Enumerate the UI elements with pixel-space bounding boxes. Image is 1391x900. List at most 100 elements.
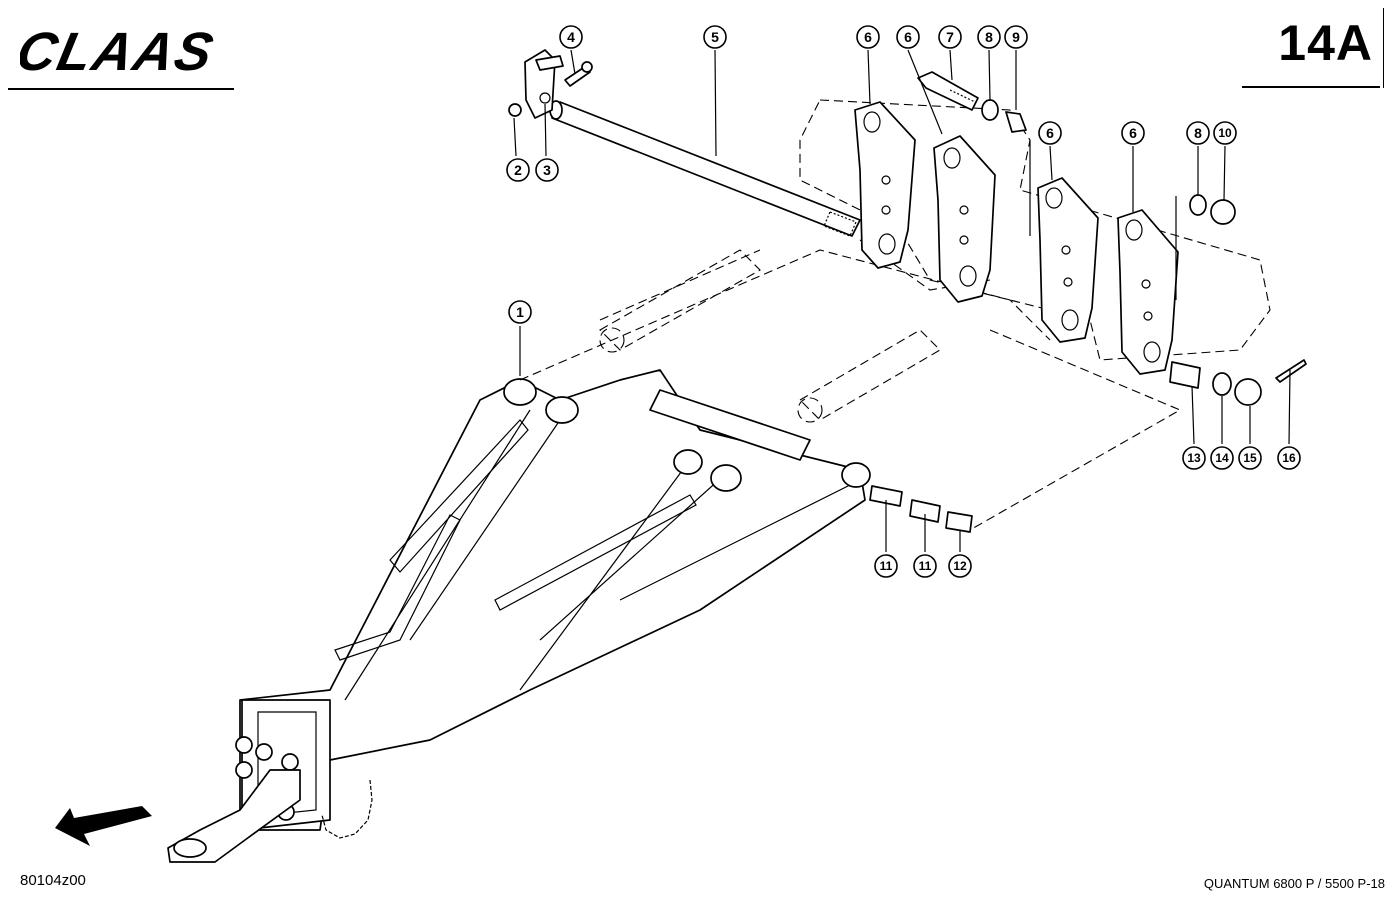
bracket-6a xyxy=(854,101,916,269)
washer-8a xyxy=(981,99,999,121)
phantom-line-2 xyxy=(599,249,761,321)
callout-11a: 11 xyxy=(874,554,898,578)
drawbar-boss-3 xyxy=(673,449,703,475)
svg-text:14: 14 xyxy=(1215,451,1229,465)
drawbar-cross-tube xyxy=(649,389,811,461)
svg-text:6: 6 xyxy=(864,29,872,45)
retaining-plate-3 xyxy=(524,49,564,119)
svg-text:11: 11 xyxy=(880,559,893,573)
hitch-eye xyxy=(167,769,301,863)
drawbar-slot-1 xyxy=(389,419,529,573)
callout-6a: 6 xyxy=(856,25,880,49)
svg-text:5: 5 xyxy=(711,29,719,45)
bushing-13 xyxy=(1169,361,1201,389)
claas-logo-text: CLAAS xyxy=(20,22,220,78)
claas-logo: CLAAS xyxy=(20,22,220,78)
svg-text:2: 2 xyxy=(514,162,522,178)
svg-text:11: 11 xyxy=(919,559,932,573)
phantom-line-3 xyxy=(969,329,1182,531)
drawing-number: 80104z00 xyxy=(20,872,86,889)
svg-text:8: 8 xyxy=(1194,125,1202,141)
svg-text:9: 9 xyxy=(1012,29,1020,45)
svg-text:6: 6 xyxy=(1129,125,1137,141)
leader-lines xyxy=(513,49,1291,552)
washer-14 xyxy=(1212,372,1232,396)
callout-5: 5 xyxy=(703,25,727,49)
callout-1: 1 xyxy=(508,300,532,324)
plate-bolt-3 xyxy=(281,753,299,771)
drawbar-slot-2 xyxy=(494,494,697,611)
svg-text:15: 15 xyxy=(1243,451,1257,465)
drawbar-left-arm xyxy=(329,399,561,701)
nut-2 xyxy=(508,103,522,117)
bolt-7 xyxy=(917,71,979,111)
drawbar-boss-5 xyxy=(841,462,871,488)
callout-7: 7 xyxy=(938,25,962,49)
axle-shaft-5 xyxy=(549,100,861,237)
header-rule-left xyxy=(8,88,234,90)
callout-2: 2 xyxy=(506,158,530,182)
phantom-line-1 xyxy=(519,249,1051,381)
sheet-number: 14A xyxy=(1278,15,1373,71)
callout-6c: 6 xyxy=(1038,121,1062,145)
phantom-bracket-outline xyxy=(799,99,1271,361)
safety-chain xyxy=(321,779,373,839)
bushing-12 xyxy=(945,511,973,533)
callout-10: 10 xyxy=(1213,121,1237,145)
drawbar-front-plate-inner xyxy=(257,711,317,817)
svg-text:1: 1 xyxy=(516,304,524,320)
svg-text:16: 16 xyxy=(1282,451,1296,465)
callout-8a: 8 xyxy=(977,25,1001,49)
drawbar-boss-4 xyxy=(710,464,742,492)
callout-8b: 8 xyxy=(1186,121,1210,145)
drawbar-right-arm xyxy=(519,459,861,691)
phantom-cylinder-upper xyxy=(599,249,761,353)
castle-nut-15 xyxy=(1234,378,1262,406)
drawbar-boss-2 xyxy=(545,396,579,424)
nut-10 xyxy=(1210,199,1236,225)
svg-text:7: 7 xyxy=(946,29,954,45)
callout-15: 15 xyxy=(1238,446,1262,470)
bushing-11b xyxy=(909,499,941,523)
callout-12: 12 xyxy=(948,554,972,578)
drawbar-boss-1 xyxy=(503,378,537,406)
callout-4: 4 xyxy=(559,25,583,49)
callout-13: 13 xyxy=(1182,446,1206,470)
bracket-6d xyxy=(1117,209,1179,375)
callout-16: 16 xyxy=(1277,446,1301,470)
bracket-6c xyxy=(1037,177,1099,343)
hitch-eye-hole xyxy=(173,838,207,858)
bracket-6b xyxy=(933,135,996,303)
svg-text:10: 10 xyxy=(1218,126,1232,140)
drawbar-frame xyxy=(167,369,871,863)
callout-6b: 6 xyxy=(896,25,920,49)
plate-bolt-2 xyxy=(255,743,273,761)
bushing-11a xyxy=(869,485,903,507)
callout-6d: 6 xyxy=(1121,121,1145,145)
svg-text:13: 13 xyxy=(1187,451,1201,465)
callout-9: 9 xyxy=(1004,25,1028,49)
model-designation: QUANTUM 6800 P / 5500 P-18 xyxy=(1203,876,1385,891)
bolt-4 xyxy=(564,61,593,87)
callout-11b: 11 xyxy=(913,554,937,578)
bushing-9 xyxy=(1005,111,1027,133)
arrow-forward-left-icon xyxy=(55,806,152,846)
plate-bolt-4 xyxy=(235,761,253,779)
washer-8b xyxy=(1189,194,1207,216)
svg-text:4: 4 xyxy=(567,29,575,45)
split-pin-16 xyxy=(1275,359,1307,383)
svg-text:3: 3 xyxy=(543,162,551,178)
svg-text:12: 12 xyxy=(953,559,967,573)
svg-text:6: 6 xyxy=(904,29,912,45)
header-rule-right xyxy=(1242,86,1380,88)
plate-bolt-1 xyxy=(235,736,253,754)
frame-right-edge xyxy=(1383,8,1384,88)
drawbar-slot-3 xyxy=(334,514,461,661)
svg-text:6: 6 xyxy=(1046,125,1054,141)
callout-14: 14 xyxy=(1210,446,1234,470)
callout-3: 3 xyxy=(535,158,559,182)
svg-text:8: 8 xyxy=(985,29,993,45)
phantom-cylinder-lower xyxy=(797,329,941,423)
